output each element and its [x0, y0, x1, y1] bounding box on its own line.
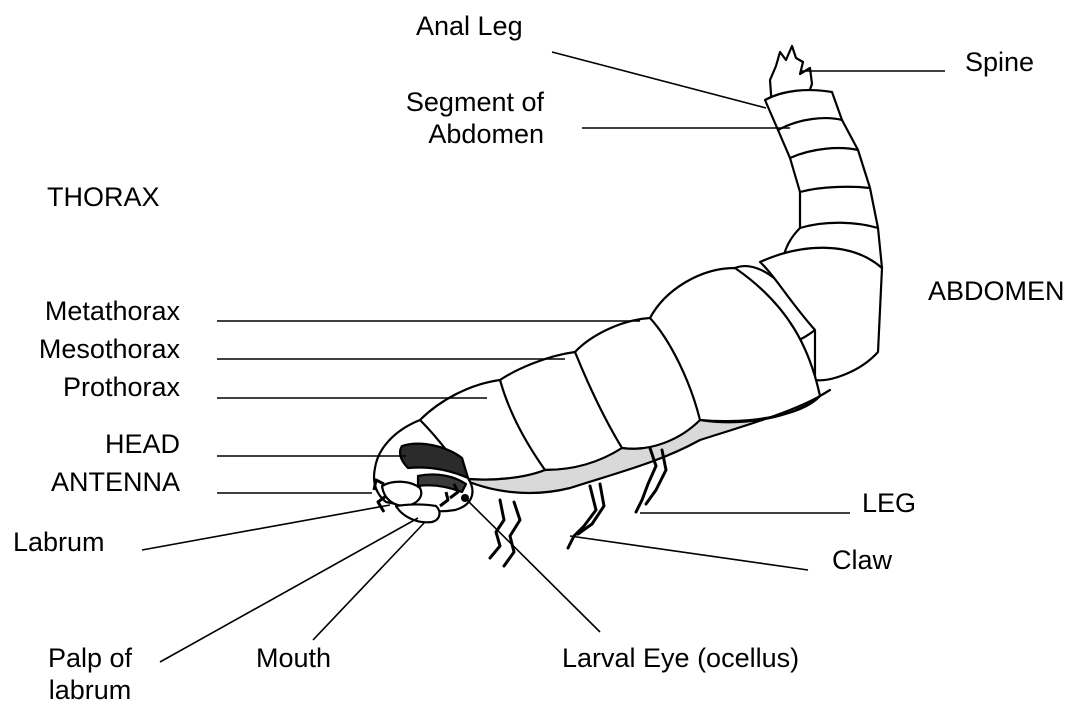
label-palp-of-labrum-line-2: labrum	[25, 674, 155, 706]
leader-larval-eye	[465, 498, 600, 632]
mouth-part	[396, 505, 439, 523]
label-segment-of-abdomen-line-1: Segment of	[370, 86, 544, 118]
label-labrum: Labrum	[13, 526, 105, 558]
label-anal-leg: Anal Leg	[416, 10, 523, 42]
label-mouth: Mouth	[256, 642, 331, 674]
abdomen-segment-8	[790, 148, 870, 192]
label-thorax: THORAX	[47, 181, 160, 213]
label-palp-of-labrum-line-1: Palp of	[25, 642, 155, 674]
label-prothorax: Prothorax	[0, 371, 180, 403]
label-palp-of-labrum: Palp of labrum	[25, 642, 155, 706]
label-abdomen: ABDOMEN	[928, 275, 1065, 307]
label-metathorax: Metathorax	[0, 295, 180, 327]
leader-labrum	[142, 505, 390, 550]
leader-mouth	[313, 522, 425, 640]
leg-front-inner	[504, 502, 520, 566]
label-antenna: ANTENNA	[0, 466, 180, 498]
label-segment-of-abdomen: Segment of Abdomen	[370, 86, 544, 150]
label-spine: Spine	[965, 46, 1034, 78]
label-segment-of-abdomen-line-2: Abdomen	[370, 118, 544, 150]
label-claw: Claw	[832, 544, 892, 576]
leader-claw	[570, 536, 808, 570]
label-mesothorax: Mesothorax	[0, 333, 180, 365]
label-head: HEAD	[0, 428, 180, 460]
label-larval-eye: Larval Eye (ocellus)	[562, 642, 799, 674]
label-leg: LEG	[862, 487, 916, 519]
leader-anal-leg	[552, 52, 766, 108]
palp-left	[378, 496, 386, 512]
